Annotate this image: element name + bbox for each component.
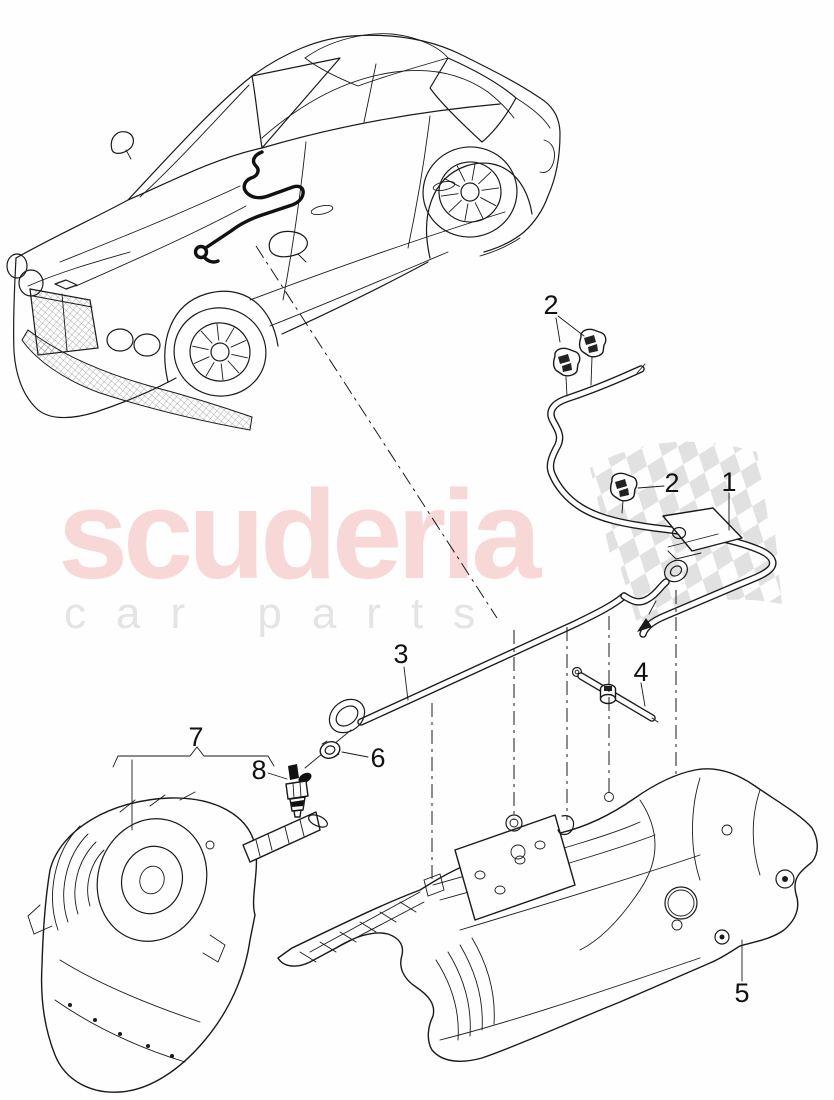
callout-2-right: 2 — [664, 468, 679, 498]
callout-8: 8 — [251, 755, 266, 785]
part-8-sensor — [285, 764, 312, 818]
callout-4: 4 — [633, 657, 648, 687]
insertion-arrow — [637, 618, 652, 632]
part-3-tube-with-loop — [328, 559, 688, 734]
watermark-brand-text: scuderia — [58, 464, 542, 605]
highlighted-cable-route — [205, 150, 305, 249]
location-leader-line — [255, 245, 498, 619]
part-4-rod — [571, 666, 659, 723]
callout-2-top: 2 — [543, 290, 558, 320]
rear-wheel — [422, 146, 518, 238]
part-1-tube-with-bracket — [546, 363, 777, 638]
car-illustration — [6, 33, 561, 431]
callout-7: 7 — [188, 722, 203, 752]
callout-leader-lines — [112, 315, 743, 982]
callout-6: 6 — [370, 743, 385, 773]
hook-alignment-line — [648, 600, 657, 615]
part-5-heat-shield — [277, 768, 818, 1062]
part-2-clips — [552, 328, 638, 514]
callout-1: 1 — [721, 467, 736, 497]
watermark-tagline-text: car parts — [64, 589, 505, 638]
bracket-plate — [662, 507, 743, 552]
part-6-grommet — [319, 740, 341, 759]
grille — [29, 279, 99, 356]
front-wheel — [173, 307, 267, 397]
headlights — [6, 253, 161, 357]
part-7-transmission — [27, 791, 328, 1093]
cable-route-loop — [193, 244, 209, 260]
callout-5: 5 — [734, 978, 749, 1008]
bumper-intake — [21, 329, 253, 431]
callout-3: 3 — [393, 639, 408, 669]
rod-clip — [599, 683, 617, 705]
